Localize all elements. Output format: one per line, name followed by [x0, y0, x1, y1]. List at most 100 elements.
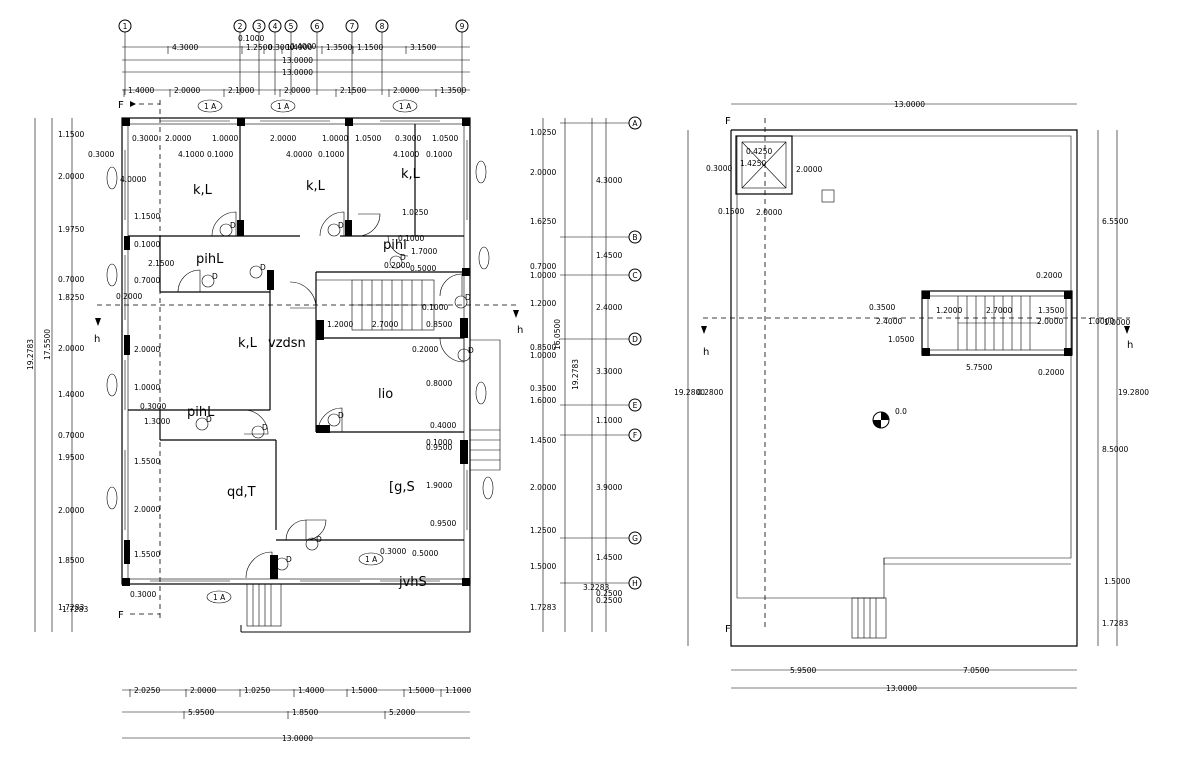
room-pihL-1: pihL [196, 252, 224, 267]
roof-left-small: 0.2800 [697, 388, 723, 397]
roof-left-total: 19.2800 [674, 388, 705, 397]
roof-section-f-top: F [725, 116, 731, 127]
interior-dim-misc-24: 1.9000 [426, 481, 452, 490]
roof-bottom-b: 7.0500 [963, 666, 989, 675]
grid-label-2: 2 [238, 22, 243, 31]
right-dim-c1-2: 1.6250 [530, 217, 556, 226]
roof-stair-dim-1: 0.3500 [869, 303, 895, 312]
bottom-dim-r1-6: 1.1000 [445, 686, 471, 695]
section-f-top: F [118, 100, 124, 111]
top-dim-r3-1: 2.0000 [174, 86, 200, 95]
right-dim-c1-7: 1.6000 [530, 396, 556, 405]
left-dim-10: 1.8500 [58, 556, 84, 565]
bottom-dim-r2-1: 1.8500 [292, 708, 318, 717]
interior-dim-misc-29: 0.3000 [380, 547, 406, 556]
door-tag-shape-4 [201, 274, 215, 288]
roof-section-h-right: h [1127, 340, 1133, 351]
roof-outer [730, 129, 1078, 647]
door-tag-shape-9 [275, 557, 289, 571]
grid-label-5: 5 [289, 22, 294, 31]
interior-dim-misc-27: 0.3000 [140, 402, 166, 411]
roof-bottom-total: 13.0000 [886, 684, 917, 693]
left-dim-6: 1.4000 [58, 390, 84, 399]
interior-dim-misc-31: 0.8000 [426, 379, 452, 388]
right-dim-c1-3: 0.7000 [530, 262, 556, 271]
grid-label-9: 9 [460, 22, 465, 31]
bottom-dim-r1-0: 2.0250 [134, 686, 160, 695]
roof-stair-dim-7: 1.0500 [888, 335, 914, 344]
right-dim-c2-0: 4.3000 [596, 176, 622, 185]
right-dim-c2-4: 1.1000 [596, 416, 622, 425]
interior-dim-misc-13: 1.0250 [402, 208, 428, 217]
grid-label-G: G [632, 534, 638, 543]
right-dim-c1-9: 2.0000 [530, 483, 556, 492]
interior-dim-misc-23: 0.9500 [426, 443, 452, 452]
door-tag-6: D [262, 423, 268, 432]
left-dim-1: 2.0000 [58, 172, 84, 181]
interior-dim-misc-25: 0.9500 [430, 519, 456, 528]
right-dim-c1-10: 1.2500 [530, 526, 556, 535]
porch-steps [246, 583, 282, 627]
roof-right-4: 1.7283 [1102, 619, 1128, 628]
roof-right-2: 8.5000 [1102, 445, 1128, 454]
left-dim-0: 1.1500 [58, 130, 84, 139]
roof-shaft-dim-1: 1.4250 [740, 159, 766, 168]
windows [124, 120, 468, 582]
grid-label-1: 1 [123, 22, 128, 31]
grid-label-4: 4 [273, 22, 278, 31]
interior-dim-misc-2: 0.1000 [134, 240, 160, 249]
right-dim-c1-4: 1.2000 [530, 299, 556, 308]
roof-right-total: 19.2800 [1118, 388, 1149, 397]
roof-shaft-dim-5: 2.0000 [756, 208, 782, 217]
door-tag-10: D [465, 293, 471, 302]
interior-dim-second-4: 0.1000 [318, 150, 344, 159]
interior-walls [128, 124, 464, 541]
stair-headroom [921, 290, 1073, 356]
grid-label-F: F [633, 431, 637, 440]
roof-stair-dim-10: 0.2000 [1038, 368, 1064, 377]
top-dim-small: 0.1000 [238, 34, 264, 43]
interior-dim-misc-12: 0.3000 [130, 590, 156, 599]
roof-stair-dim-6: 2.0000 [1037, 317, 1063, 326]
roof-top-total: 13.0000 [894, 100, 925, 109]
roof-parapet [736, 135, 1072, 599]
interior-dim-misc-30: 0.5000 [412, 549, 438, 558]
door-tag-2: D [260, 263, 266, 272]
door-tag-3: D [400, 253, 406, 262]
interior-dim-top-6: 0.3000 [395, 134, 421, 143]
right-dim-c1b-1: 1.0000 [530, 351, 556, 360]
room-kl-2: k,L [306, 179, 326, 194]
left-dim-9: 2.0000 [58, 506, 84, 515]
interior-dim-misc-9: 1.5500 [134, 457, 160, 466]
section-h-left: h [94, 334, 100, 345]
door-tag-4: D [212, 272, 218, 281]
roof-stair-dim-8: 1.0000 [1088, 317, 1114, 326]
door-tag-shape-2 [249, 265, 263, 279]
interior-dim-misc-10: 2.0000 [134, 505, 160, 514]
window-tag-shape-4 [358, 552, 384, 566]
fixture-symbols [106, 160, 494, 510]
right-dim-c2-5: 3.9000 [596, 483, 622, 492]
right-dim-c1-8: 1.4500 [530, 436, 556, 445]
grid-label-3: 3 [257, 22, 262, 31]
interior-dim-second-6: 0.1000 [426, 150, 452, 159]
stair-treads [957, 296, 1031, 350]
window-tag-shape-1 [270, 99, 296, 113]
right-dim-c1-12: 1.7283 [530, 603, 556, 612]
door-tag-5: D [338, 411, 344, 420]
interior-dim-misc-4: 0.7000 [134, 276, 160, 285]
interior-dim-second-3: 4.0000 [286, 150, 312, 159]
window-tag-0: 1 A [204, 102, 217, 111]
door-tag-7: D [206, 415, 212, 424]
roof-stair-dim-3: 2.7000 [986, 306, 1012, 315]
window-tag-3: 1 A [213, 593, 226, 602]
interior-dim-misc-1: 1.1500 [134, 212, 160, 221]
roof-right-3: 1.5000 [1104, 577, 1130, 586]
interior-dim-misc-3: 2.1500 [148, 259, 174, 268]
bottom-dim-r1-1: 2.0000 [190, 686, 216, 695]
interior-dim-misc-28: 0.1000 [422, 303, 448, 312]
door-tag-0: D [230, 221, 236, 230]
roof-right-1: 1.0000 [1104, 318, 1130, 327]
